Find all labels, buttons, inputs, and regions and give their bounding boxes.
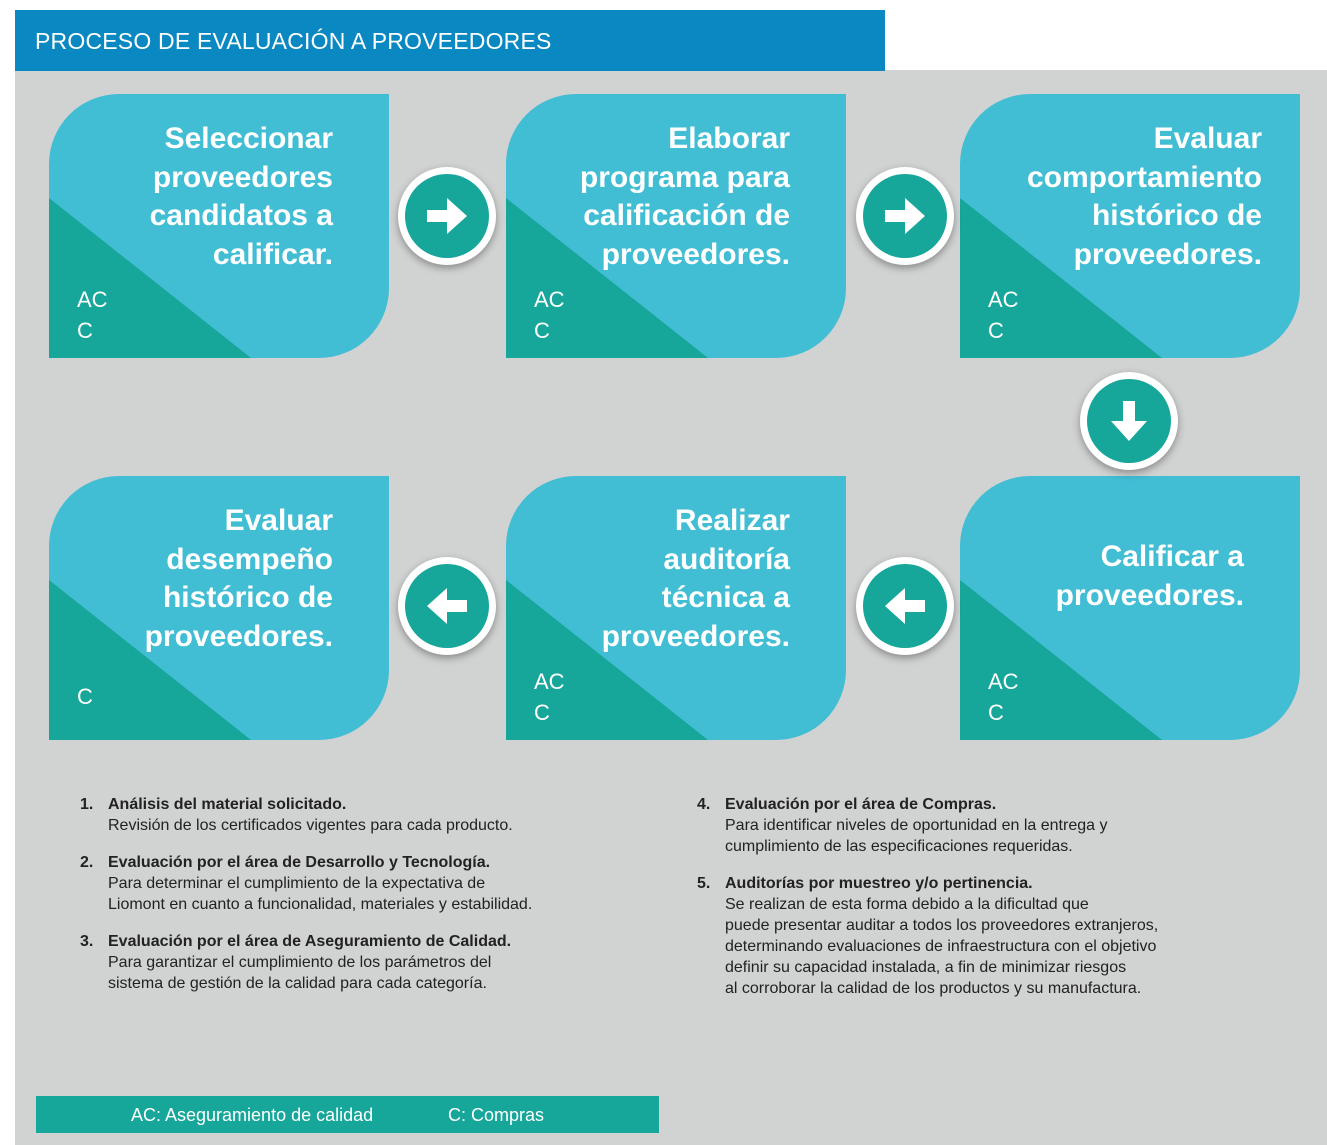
step-responsible: AC C [534, 287, 565, 343]
note-body: Para determinar el cumplimiento de la ex… [108, 875, 533, 913]
step-responsible: C [77, 684, 93, 709]
arrow-right-icon [398, 167, 496, 265]
note-body: Revisión de los certificados vigentes pa… [108, 817, 513, 834]
step-text: Realizar auditoría técnica a proveedores… [601, 504, 790, 653]
card-accent [49, 198, 251, 358]
card-accent [960, 580, 1162, 740]
step-text: Calificar a proveedores. [1055, 540, 1244, 612]
step-card-1: Seleccionar proveedores candidatos a cal… [49, 94, 389, 358]
card-accent [49, 580, 251, 740]
step-text: Evaluar comportamiento histórico de prov… [1026, 122, 1262, 271]
arrow-left-icon [398, 557, 496, 655]
note-item: 1. Análisis del material solicitado. Rev… [80, 794, 650, 836]
arrow-right-icon [856, 167, 954, 265]
step-responsible: AC C [988, 287, 1019, 343]
card-accent [506, 580, 708, 740]
note-body: Para garantizar el cumplimiento de los p… [108, 954, 492, 992]
note-number: 4. [697, 796, 711, 813]
note-heading: Auditorías por muestreo y/o pertinencia. [725, 875, 1033, 892]
step-text: Seleccionar proveedores candidatos a cal… [149, 122, 333, 271]
note-number: 5. [697, 875, 711, 892]
note-number: 3. [80, 933, 94, 950]
legend: AC: Aseguramiento de calidad C: Compras [36, 1096, 659, 1133]
note-body: Para identificar niveles de oportunidad … [725, 817, 1108, 855]
step-card-6: Evaluar desempeño histórico de proveedor… [49, 476, 389, 740]
note-item: 5. Auditorías por muestreo y/o pertinenc… [697, 873, 1297, 999]
note-item: 4. Evaluación por el área de Compras. Pa… [697, 794, 1297, 857]
step-responsible: AC C [77, 287, 108, 343]
card-accent [506, 198, 708, 358]
notes-left: 1. Análisis del material solicitado. Rev… [80, 794, 650, 1010]
note-item: 3. Evaluación por el área de Aseguramien… [80, 931, 650, 994]
note-heading: Evaluación por el área de Aseguramiento … [108, 933, 512, 950]
step-text: Evaluar desempeño histórico de proveedor… [144, 504, 333, 653]
step-card-5: Realizar auditoría técnica a proveedores… [506, 476, 846, 740]
note-number: 1. [80, 796, 94, 813]
step-card-4: Calificar a proveedores. AC C [960, 476, 1300, 740]
arrow-left-icon [856, 557, 954, 655]
step-responsible: AC C [534, 669, 565, 725]
card-accent [960, 198, 1162, 358]
note-body: Se realizan de esta forma debido a la di… [725, 896, 1159, 997]
title-bar: PROCESO DE EVALUACIÓN A PROVEEDORES [15, 10, 885, 71]
note-number: 2. [80, 854, 94, 871]
step-card-3: Evaluar comportamiento histórico de prov… [960, 94, 1300, 358]
legend-c: C: Compras [448, 1105, 545, 1125]
step-responsible: AC C [988, 669, 1019, 725]
arrow-down-icon [1080, 372, 1178, 470]
notes-right: 4. Evaluación por el área de Compras. Pa… [697, 794, 1297, 1015]
page-title: PROCESO DE EVALUACIÓN A PROVEEDORES [35, 28, 552, 54]
note-item: 2. Evaluación por el área de Desarrollo … [80, 852, 650, 915]
step-text: Elaborar programa para calificación de p… [579, 122, 790, 271]
legend-ac: AC: Aseguramiento de calidad [131, 1105, 374, 1125]
step-card-2: Elaborar programa para calificación de p… [506, 94, 846, 358]
note-heading: Análisis del material solicitado. [108, 796, 347, 813]
note-heading: Evaluación por el área de Desarrollo y T… [108, 854, 491, 871]
note-heading: Evaluación por el área de Compras. [725, 796, 997, 813]
